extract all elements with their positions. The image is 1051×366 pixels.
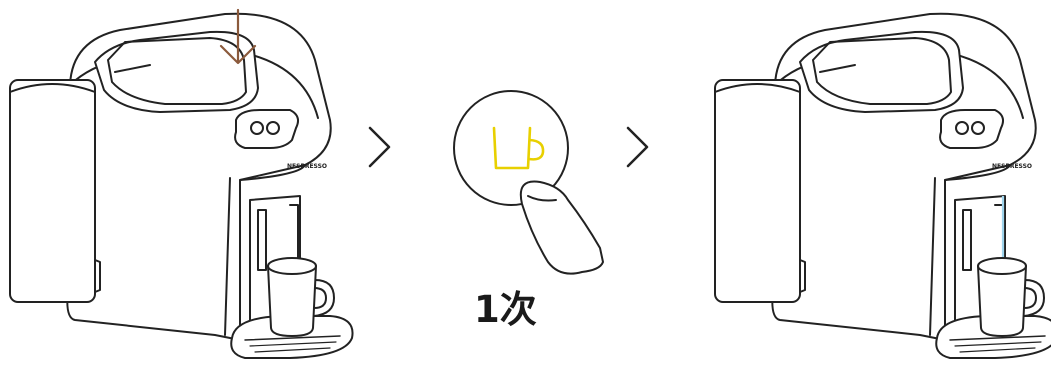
finger-icon: [519, 180, 604, 275]
machine-step-3: NESPRESSO: [714, 12, 1051, 359]
chevron-right-icon: [626, 126, 649, 168]
chevron-right-icon: [368, 126, 391, 168]
brand-text-step-3: NESPRESSO: [992, 163, 1032, 170]
round-button: [453, 90, 569, 206]
arrow-down-icon: [219, 8, 257, 65]
brand-text-step-1: NESPRESSO: [287, 163, 327, 170]
cup-icon: [492, 126, 545, 170]
press-count-label: 1次: [474, 288, 537, 331]
machine-step-1: NESPRESSO: [9, 12, 354, 359]
button-press-illustration: [453, 90, 604, 275]
